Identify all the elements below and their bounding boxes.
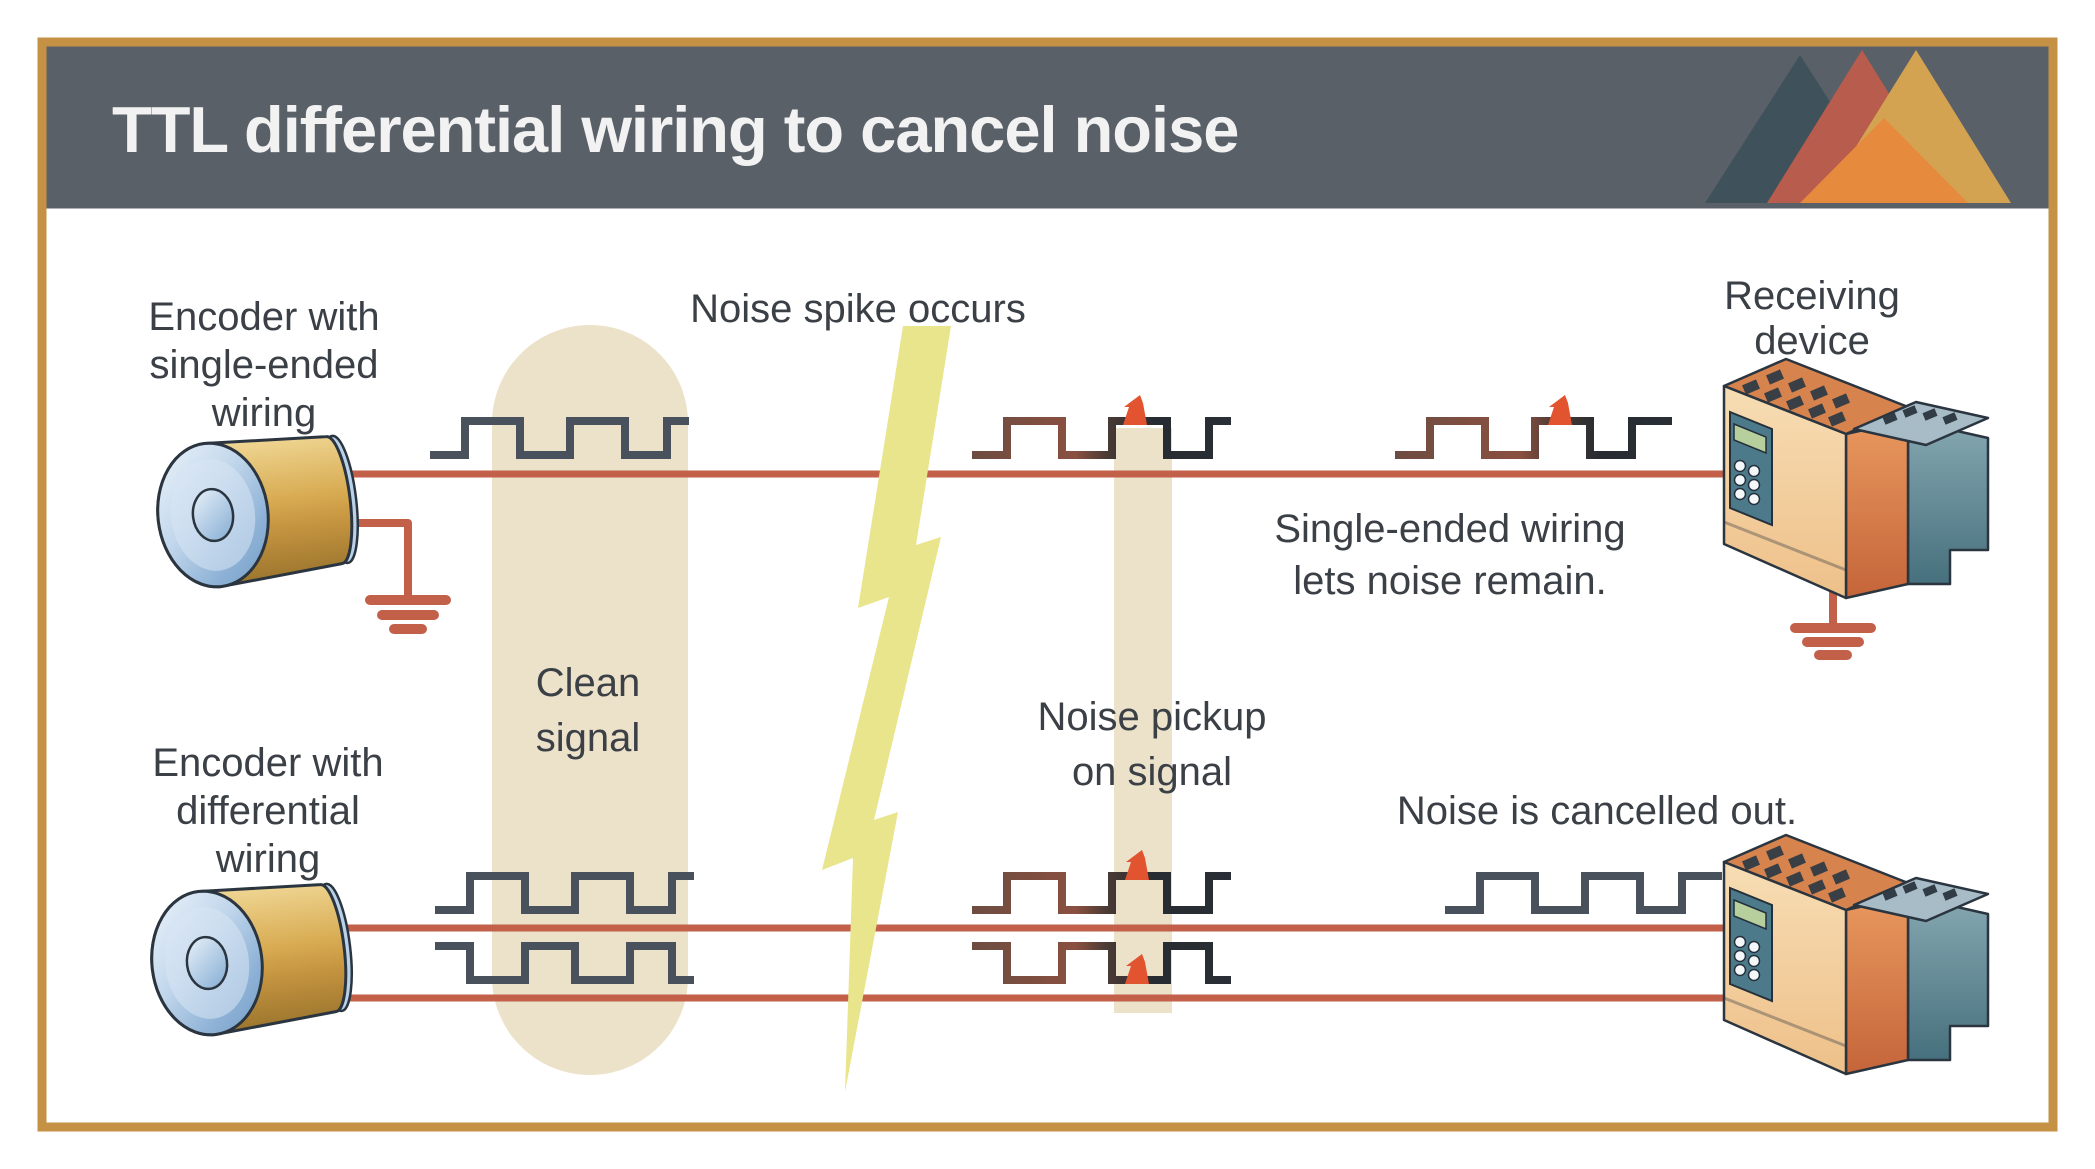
label-encoder-single-line-3: wiring: [211, 391, 316, 435]
logo-triangle-orange-icon: [1800, 118, 1968, 203]
label-noise-pickup-line-1: Noise pickup: [1037, 695, 1266, 739]
label-clean-signal-line-2: signal: [536, 716, 641, 760]
page-title: TTL differential wiring to cancel noise: [112, 93, 1238, 166]
label-encoder-diff-line-1: Encoder with: [152, 741, 383, 785]
wave-diff-b-clean: [435, 942, 694, 984]
label-single-ended-note-line-2: lets noise remain.: [1293, 559, 1606, 603]
noise-spike-icon-diff-a: [1125, 850, 1149, 880]
label-encoder-diff-line-3: wiring: [215, 837, 320, 881]
label-receiving-device-line-1: Receiving: [1724, 274, 1900, 318]
wave-top-noise-2: [1395, 417, 1672, 459]
label-noise-spike: Noise spike occurs: [690, 287, 1026, 331]
label-encoder-diff-line-2: differential: [176, 789, 360, 833]
label-encoder-single-line-2: single-ended: [149, 343, 378, 387]
wave-diff-b-noise: [972, 942, 1231, 984]
wave-diff-a-result: [1445, 872, 1722, 914]
noise-spike-icon-top-1: [1123, 395, 1147, 425]
header-bar: [46, 46, 2049, 209]
noise-highlight-band: [1114, 428, 1172, 1013]
wave-diff-a-clean: [435, 872, 694, 914]
wave-diff-a-noise: [972, 872, 1231, 914]
label-clean-signal-line-1: Clean: [536, 661, 641, 705]
noise-spike-icon-top-2: [1548, 395, 1572, 425]
gold-border: [37, 37, 2058, 1132]
label-encoder-single-line-1: Encoder with: [148, 295, 379, 339]
noise-spike-icon-diff-b: [1125, 954, 1149, 984]
label-receiving-device-line-2: device: [1754, 319, 1870, 363]
label-cancelled-note: Noise is cancelled out.: [1397, 789, 1797, 833]
wave-top-noise-1: [972, 417, 1231, 459]
triangles-logo-icon: [1705, 50, 2011, 203]
label-single-ended-note-line-1: Single-ended wiring: [1274, 507, 1625, 551]
ground-icon-encoder: [316, 519, 451, 634]
label-noise-pickup-line-2: on signal: [1072, 750, 1232, 794]
clean-signal-highlight: [492, 325, 688, 1075]
wave-top-clean: [430, 417, 689, 459]
lightning-bolt-icon: [822, 326, 951, 1092]
